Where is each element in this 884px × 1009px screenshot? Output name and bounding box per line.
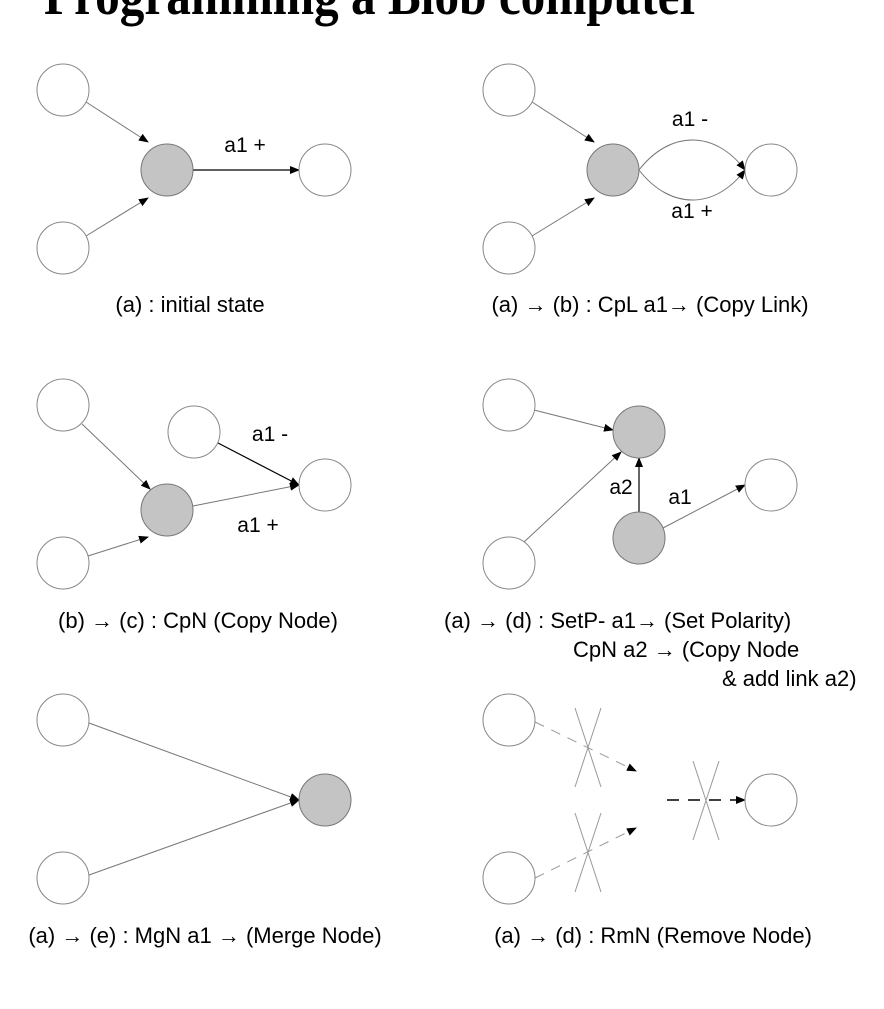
page-title: Programming a Blob computer (44, 0, 701, 27)
caption: CpN a2 → (Copy Node (573, 637, 799, 662)
node (482, 63, 536, 117)
link-label: a1 + (671, 200, 712, 223)
active-node (140, 143, 194, 197)
active-node (612, 511, 666, 565)
node (744, 773, 798, 827)
node (36, 63, 90, 117)
panel-b: a1 - a1 + (a) → (b) : CpL a1→ (Copy Link… (482, 63, 809, 317)
node (744, 143, 798, 197)
caption: (a) → (b) : CpL a1→ (Copy Link) (491, 292, 808, 317)
node (36, 536, 90, 590)
caption: (a) → (e) : MgN a1 → (Merge Node) (28, 923, 381, 948)
active-node (586, 143, 640, 197)
caption: & add link a2) (722, 666, 857, 691)
node (298, 143, 352, 197)
link-label: a1 - (672, 108, 708, 131)
caption: (a) → (d) : SetP- a1→ (Set Polarity) (444, 608, 791, 633)
link-label: a1 + (224, 134, 265, 157)
node (36, 693, 90, 747)
link-label: a2 (609, 476, 632, 499)
node (482, 693, 536, 747)
node (482, 221, 536, 275)
panel-d: a2 a1 (a) → (d) : SetP- a1→ (Set Polarit… (444, 378, 857, 691)
node (482, 378, 536, 432)
link-label: a1 - (252, 423, 288, 446)
active-node (612, 405, 666, 459)
caption: (b) → (c) : CpN (Copy Node) (58, 608, 338, 633)
panel-c: a1 - a1 + (b) → (c) : CpN (Copy Node) (36, 378, 352, 633)
link-label: a1 (668, 486, 691, 509)
node (36, 221, 90, 275)
panel-f: (a) → (d) : RmN (Remove Node) (482, 693, 812, 948)
active-node (298, 773, 352, 827)
node (482, 536, 536, 590)
active-node (140, 483, 194, 537)
node (167, 405, 221, 459)
node (482, 851, 536, 905)
node (744, 458, 798, 512)
node (298, 458, 352, 512)
caption: (a) : initial state (115, 292, 264, 317)
panel-e: (a) → (e) : MgN a1 → (Merge Node) (28, 693, 382, 948)
panel-a: a1 + (a) : initial state (36, 63, 352, 317)
link-label: a1 + (237, 514, 278, 537)
node (36, 851, 90, 905)
node (36, 378, 90, 432)
caption: (a) → (d) : RmN (Remove Node) (494, 923, 812, 948)
